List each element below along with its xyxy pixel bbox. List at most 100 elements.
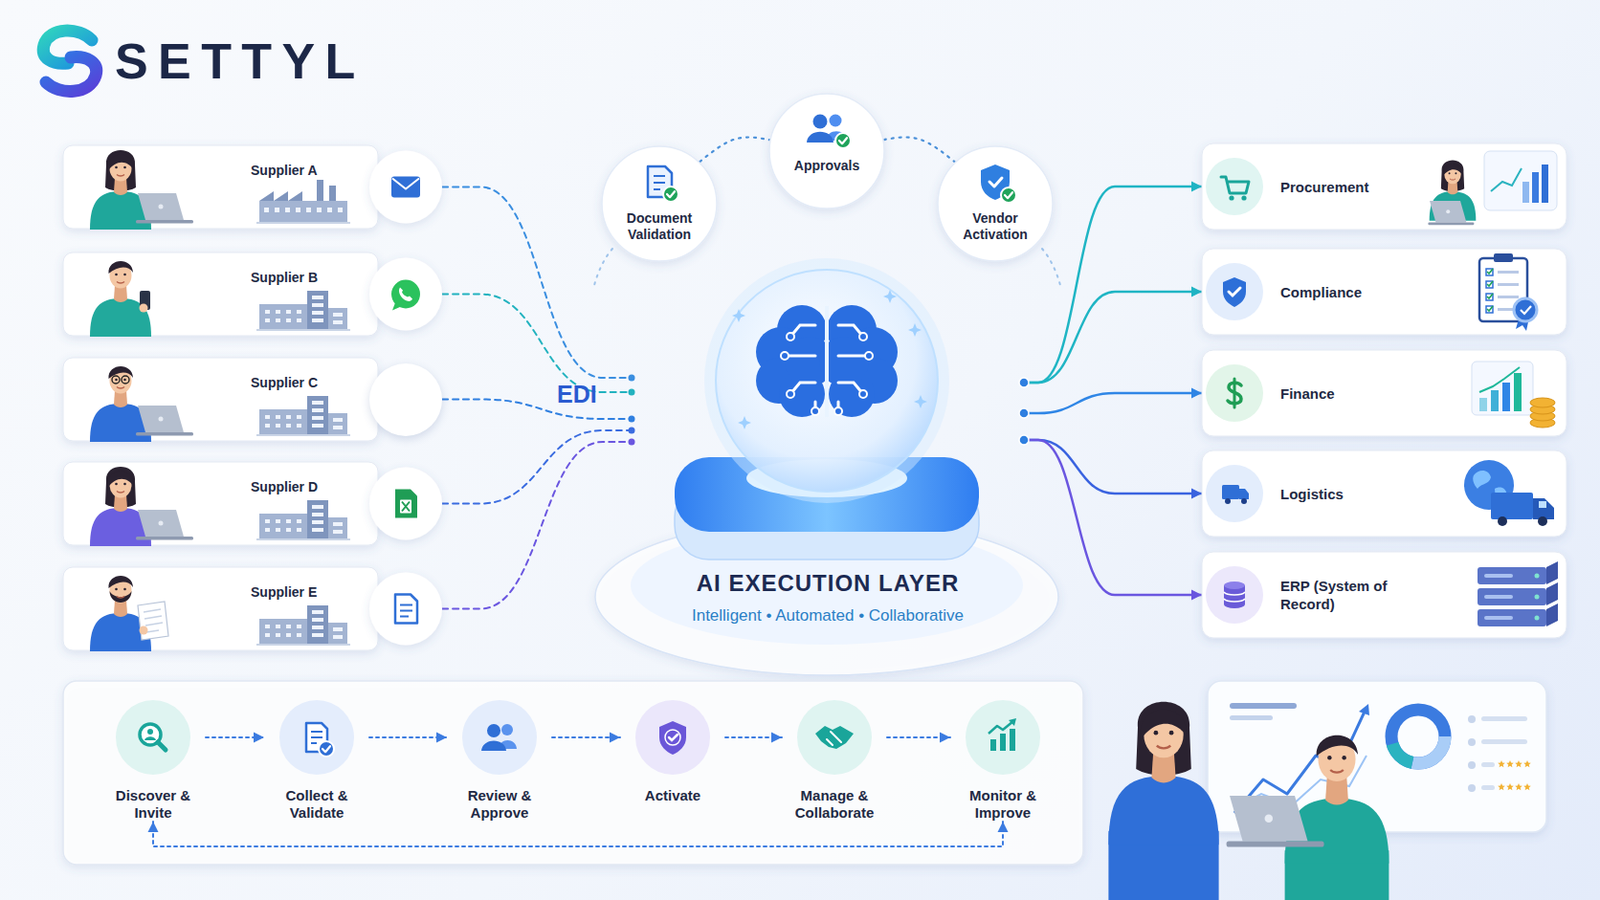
person-body-icon [481,741,507,753]
window [296,310,302,314]
window [295,207,301,213]
lifecycle-step: Discover & Invite [100,700,206,823]
window [311,505,324,510]
process-icon [806,114,851,150]
step-icon [306,723,334,757]
doc-lines [311,732,323,744]
laptop-icon [1226,796,1325,848]
connector-group [442,400,636,423]
window [333,418,343,423]
person-head-icon [829,114,843,128]
window [286,318,291,323]
supplier-card: Supplier CEDI [63,357,443,442]
window [333,627,343,632]
arrow-head [609,733,621,744]
chart-bar [1541,164,1549,203]
office-tower [307,500,329,539]
supplier-card: Supplier D [63,462,443,546]
laptop-screen [137,510,184,537]
step-icon [988,718,1017,752]
person-mouth [116,491,125,494]
circle-background [601,146,717,262]
window [275,310,281,314]
port-dot [1019,377,1029,388]
window [316,207,322,213]
glasses [121,376,130,384]
truck-cab [1239,488,1249,500]
office-tower [307,290,329,330]
node-graphic [1201,350,1567,437]
circuit-node [786,390,795,399]
badge [1513,298,1537,322]
check-mark [668,734,678,741]
brain-icon [755,305,898,418]
check-line [1497,295,1519,299]
step-circle [462,700,537,776]
person-figure [1108,702,1219,900]
tick [1487,293,1493,299]
person-mouth [116,387,125,390]
laptop-logo [158,204,164,210]
ground-line [256,434,351,437]
person-body [89,298,152,337]
dashboard-bar [1229,715,1273,721]
node-label: Document Validation [608,210,711,244]
person-eye [123,378,127,382]
person-hair [1316,735,1358,757]
node-graphic [1201,143,1567,230]
list-dot [1467,738,1476,747]
window [311,528,324,533]
currency-icon [1233,378,1237,408]
window [311,311,324,315]
glasses [111,376,120,384]
check-badge [1000,187,1017,203]
node-label: Finance [1280,384,1424,403]
person-eye [1341,755,1346,760]
handshake-icon [815,726,854,750]
icon-circle [1205,364,1264,423]
window [286,624,291,629]
chart-bar [990,739,997,752]
person-figure [89,366,152,443]
node-graphic [1201,450,1567,537]
node-graphic [620,700,726,778]
tick [1487,306,1493,312]
server-light [1484,616,1513,621]
rating-star [1506,783,1514,791]
window [265,528,270,533]
arrow-head [1191,388,1202,400]
chart-bar [1502,382,1511,412]
connector [1023,291,1202,383]
logo-title: SETTYL [114,32,366,90]
person-head-icon [501,724,513,736]
check-mark [839,137,847,144]
list-bar [1481,785,1495,791]
window [311,295,324,300]
person-eye [1169,731,1175,736]
coin [1530,398,1556,408]
server-side [1546,603,1558,627]
office-tower [307,605,329,645]
chart-bar [1532,172,1539,203]
node-label: Discover & Invite [100,787,206,823]
window [311,520,324,525]
circle-background [769,93,885,209]
chart-arrow [1358,704,1370,716]
donut-chart [1391,710,1445,764]
step-icon [815,726,854,750]
server-led [1534,595,1540,600]
node-label: AI EXECUTION LAYER [631,570,1024,598]
check-mark [1004,192,1013,199]
truck-body [1490,492,1534,520]
window [296,633,302,638]
window [333,522,343,527]
check-mark [322,746,331,753]
chart-panel [1484,151,1557,211]
lifecycle-step: Review & Approve [446,700,553,823]
node-graphic [63,567,443,651]
magnifier-person [144,736,156,741]
window [275,624,281,629]
department-card: Finance [1201,350,1567,437]
circuit-node [859,390,867,399]
window [265,423,270,428]
